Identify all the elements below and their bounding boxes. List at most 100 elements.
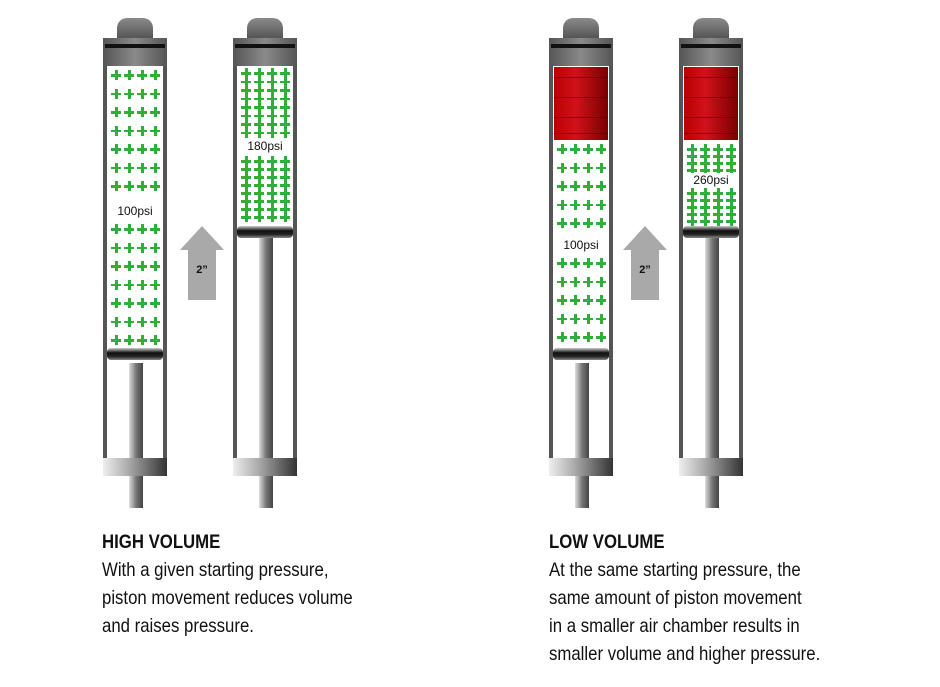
- air-molecule-icon: [254, 68, 264, 78]
- air-molecule-icon: [111, 181, 121, 191]
- air-molecule-icon: [583, 276, 593, 287]
- air-molecule-icon: [596, 332, 606, 342]
- air-molecule-icon: [583, 181, 593, 191]
- air-molecule-icon: [267, 212, 277, 222]
- air-molecule-icon: [254, 172, 264, 182]
- air-molecule-icon: [267, 156, 277, 166]
- air-molecule-icon: [570, 276, 580, 287]
- air-molecule-icon: [254, 196, 264, 206]
- air-molecule-icon: [254, 93, 264, 104]
- air-molecule-icon: [254, 110, 264, 121]
- air-molecule-icon: [557, 313, 567, 324]
- air-molecule-icon: [726, 188, 736, 198]
- air-molecule-icon: [124, 242, 134, 253]
- air-molecule-icon: [570, 295, 580, 305]
- air-molecule-icon: [267, 127, 277, 138]
- air-molecule-icon: [254, 164, 264, 174]
- air-molecule-icon: [254, 119, 264, 129]
- air-molecule-icon: [687, 151, 697, 161]
- air-molecule-icon: [700, 165, 710, 175]
- up-arrow-icon: 2”: [180, 226, 224, 300]
- air-molecule-icon: [726, 216, 736, 226]
- air-molecule-icon: [267, 93, 277, 104]
- air-molecule-icon: [713, 188, 723, 198]
- air-molecule-icon: [254, 85, 264, 95]
- air-molecule-icon: [583, 332, 593, 342]
- air-molecule-icon: [583, 144, 593, 154]
- caption-line: same amount of piston movement: [549, 587, 802, 609]
- bottom-seal: [679, 458, 743, 476]
- air-molecule-icon: [726, 202, 736, 212]
- air-molecule-icon: [150, 224, 160, 234]
- caption-line: in a smaller air chamber results in: [549, 615, 800, 637]
- air-molecule-icon: [267, 119, 277, 129]
- air-molecule-icon: [111, 70, 121, 80]
- air-molecule-icon: [583, 162, 593, 173]
- piston: [683, 226, 739, 238]
- air-molecule-icon: [254, 102, 264, 112]
- air-molecule-icon: [111, 279, 121, 290]
- air-molecule-icon: [280, 188, 290, 198]
- pressure-label: 180psi: [237, 139, 293, 153]
- air-molecule-icon: [687, 165, 697, 175]
- air-molecule-icon: [687, 158, 697, 168]
- air-molecule-icon: [280, 212, 290, 222]
- air-molecule-icon: [726, 158, 736, 168]
- air-molecule-icon: [124, 162, 134, 173]
- shock-low-volume-after: 260psi: [679, 18, 743, 508]
- air-molecule-icon: [124, 181, 134, 191]
- bottom-seal: [549, 458, 613, 476]
- air-molecule-icon: [267, 180, 277, 190]
- air-molecule-icon: [241, 110, 251, 121]
- air-molecule-icon: [267, 76, 277, 87]
- caption-line: and raises pressure.: [102, 615, 254, 637]
- air-molecule-icon: [583, 295, 593, 305]
- air-molecule-icon: [570, 332, 580, 342]
- air-molecule-icon: [241, 188, 251, 198]
- caption-high-volume: HIGH VOLUME With a given starting pressu…: [102, 528, 353, 640]
- air-molecule-icon: [557, 162, 567, 173]
- air-molecule-icon: [241, 119, 251, 129]
- air-molecule-icon: [687, 195, 697, 205]
- air-molecule-icon: [254, 204, 264, 214]
- air-molecule-icon: [241, 196, 251, 206]
- air-molecule-icon: [583, 313, 593, 324]
- air-molecule-icon: [150, 162, 160, 173]
- shaft: [129, 363, 143, 508]
- air-molecule-icon: [111, 144, 121, 154]
- air-molecule-icon: [241, 212, 251, 222]
- air-molecule-icon: [700, 144, 710, 154]
- air-molecule-icon: [280, 172, 290, 182]
- air-molecule-icon: [150, 242, 160, 253]
- caption-line: smaller volume and higher pressure.: [549, 643, 821, 665]
- air-molecule-icon: [280, 93, 290, 104]
- air-molecule-icon: [557, 181, 567, 191]
- air-molecule-icon: [137, 224, 147, 234]
- shock-high-volume-after: 180psi: [233, 18, 297, 508]
- air-molecule-icon: [124, 261, 134, 271]
- air-molecule-icon: [267, 188, 277, 198]
- air-molecule-icon: [280, 110, 290, 121]
- shaft: [575, 363, 589, 508]
- air-molecule-icon: [124, 70, 134, 80]
- air-molecule-icon: [596, 295, 606, 305]
- air-molecule-icon: [280, 127, 290, 138]
- air-molecule-icon: [583, 258, 593, 268]
- air-molecule-icon: [700, 216, 710, 226]
- air-molecule-icon: [254, 212, 264, 222]
- air-molecule-icon: [137, 242, 147, 253]
- air-molecule-icon: [596, 181, 606, 191]
- air-molecule-icon: [700, 202, 710, 212]
- air-molecule-icon: [111, 88, 121, 99]
- air-molecule-icon: [280, 180, 290, 190]
- air-molecule-icon: [570, 313, 580, 324]
- piston: [107, 348, 163, 360]
- air-molecule-icon: [726, 165, 736, 175]
- air-molecule-icon: [150, 279, 160, 290]
- air-molecule-icon: [150, 144, 160, 154]
- air-molecule-icon: [267, 110, 277, 121]
- air-molecule-icon: [137, 316, 147, 327]
- air-molecule-icon: [700, 188, 710, 198]
- air-molecule-icon: [111, 316, 121, 327]
- air-molecule-icon: [111, 224, 121, 234]
